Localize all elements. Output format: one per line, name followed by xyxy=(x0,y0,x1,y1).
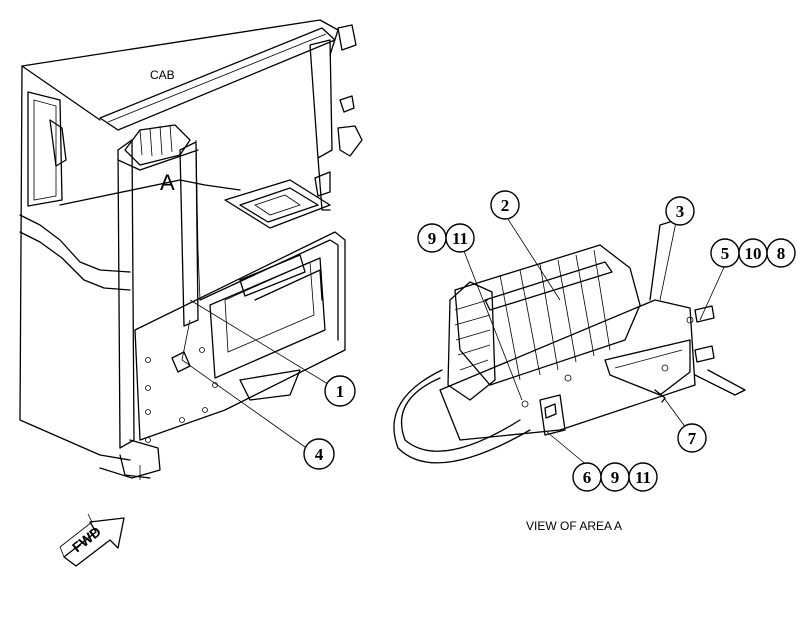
callout-7-number: 7 xyxy=(688,429,697,448)
callout-2-number: 2 xyxy=(501,196,510,215)
callout-5-number: 5 xyxy=(721,244,730,263)
callout-11-upper-number: 11 xyxy=(452,229,468,248)
cab-label: CAB xyxy=(150,68,175,82)
callout-10: 10 xyxy=(738,238,768,268)
callout-10-number: 10 xyxy=(745,244,762,263)
callout-3-number: 3 xyxy=(676,202,685,221)
callout-1: 1 xyxy=(324,375,356,407)
callout-5: 5 xyxy=(710,238,740,268)
callout-1-number: 1 xyxy=(336,382,345,401)
fwd-arrow-icon: FWD xyxy=(59,513,125,567)
callout-3: 3 xyxy=(665,196,695,226)
fwd-label: FWD xyxy=(69,523,104,555)
callout-9-lower-number: 9 xyxy=(611,468,620,487)
callout-9-lower: 9 xyxy=(600,462,630,492)
callout-6-number: 6 xyxy=(583,468,592,487)
view-caption: VIEW OF AREA A xyxy=(526,519,622,533)
callout-9-upper-number: 9 xyxy=(428,229,437,248)
callout-11-upper: 11 xyxy=(445,223,475,253)
callout-4: 4 xyxy=(303,438,335,470)
callout-6: 6 xyxy=(572,462,602,492)
area-a-label: A xyxy=(160,170,175,195)
callout-11-lower-number: 11 xyxy=(635,468,651,487)
callout-4-number: 4 xyxy=(315,445,324,464)
callout-11-lower: 11 xyxy=(628,462,658,492)
callout-8-number: 8 xyxy=(777,244,786,263)
cab-assembly-drawing xyxy=(19,19,363,480)
callout-8: 8 xyxy=(766,238,796,268)
callout-2: 2 xyxy=(490,190,520,220)
area-a-detail-drawing xyxy=(393,215,746,467)
callout-7: 7 xyxy=(677,423,707,453)
callout-9-upper: 9 xyxy=(417,223,447,253)
